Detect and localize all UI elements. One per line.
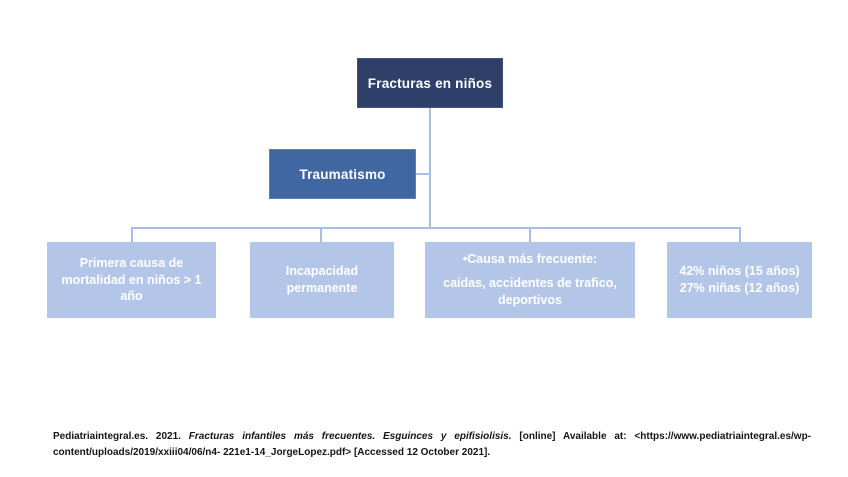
node-traumatismo-label: Traumatismo (299, 166, 386, 182)
node-traumatismo: Traumatismo (269, 149, 416, 199)
citation-source: Pediatriaintegral.es. 2021. (53, 431, 181, 442)
leaf-mortalidad-text: Primera causa de mortalidad en niños > 1… (61, 255, 202, 304)
citation-title: Fracturas infantiles más frecuentes. Esg… (188, 431, 512, 442)
node-leaf-causa-frecuente: •Causa más frecuente: caídas, accidentes… (425, 242, 635, 318)
citation-line-2: content/uploads/2019/xxiii04/06/n4- 221e… (53, 446, 491, 458)
connector-root-vertical (429, 108, 431, 229)
citation-availability: [online] Available at: <https://www.pedi… (519, 431, 812, 442)
connector-drop-leaf-4 (739, 227, 741, 242)
node-leaf-porcentajes: 42% niños (15 años) 27% niñas (12 años) (667, 242, 812, 318)
connector-traumatismo-link (416, 173, 430, 175)
leaf-porcentaje-ninos: 42% niños (15 años) (679, 264, 800, 279)
leaf-causa-detail-line: caídas, accidentes de trafico, deportivo… (443, 276, 617, 307)
connector-drop-leaf-3 (529, 227, 531, 242)
node-leaf-incapacidad: Incapacidad permanente (250, 242, 394, 318)
connector-drop-leaf-1 (131, 227, 133, 242)
leaf-causa-bullet-line: •Causa más frecuente: (462, 252, 598, 267)
citation-line-1: Pediatriaintegral.es. 2021. Fracturas in… (53, 429, 811, 445)
leaf-porcentaje-ninas: 27% niñas (12 años) (679, 281, 800, 295)
node-root-fracturas: Fracturas en niños (357, 58, 503, 108)
leaf-incapacidad-text: Incapacidad permanente (285, 264, 359, 295)
node-leaf-mortalidad: Primera causa de mortalidad en niños > 1… (47, 242, 216, 318)
citation: Pediatriaintegral.es. 2021. Fracturas in… (53, 429, 811, 460)
connector-horizontal-bus (131, 227, 741, 229)
connector-drop-leaf-2 (320, 227, 322, 242)
node-root-label: Fracturas en niños (367, 75, 493, 91)
